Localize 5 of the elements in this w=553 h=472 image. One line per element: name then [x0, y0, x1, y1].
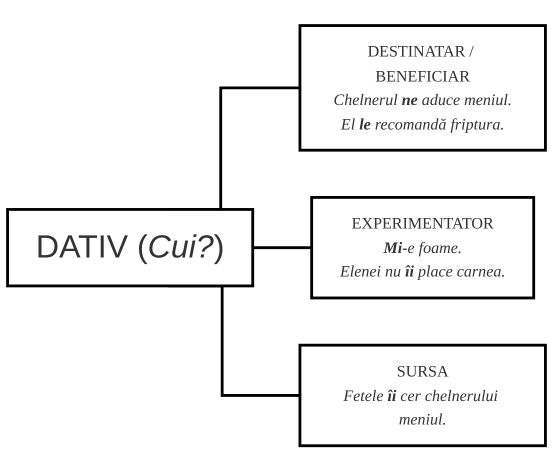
node-box: DATIV (Cui?) — [6, 208, 254, 288]
node-box: DESTINATAR / BENEFICIAR Chelnerul ne aduce meniul. El le recomandă friptura. — [298, 24, 547, 152]
node-box: SURSA Fetele îi cer chelnerului meniul. — [298, 344, 547, 448]
node-box: EXPERIMENTATOR Mi-e foame. Elenei nu îi place carnea. — [310, 196, 536, 300]
connector — [252, 246, 312, 250]
